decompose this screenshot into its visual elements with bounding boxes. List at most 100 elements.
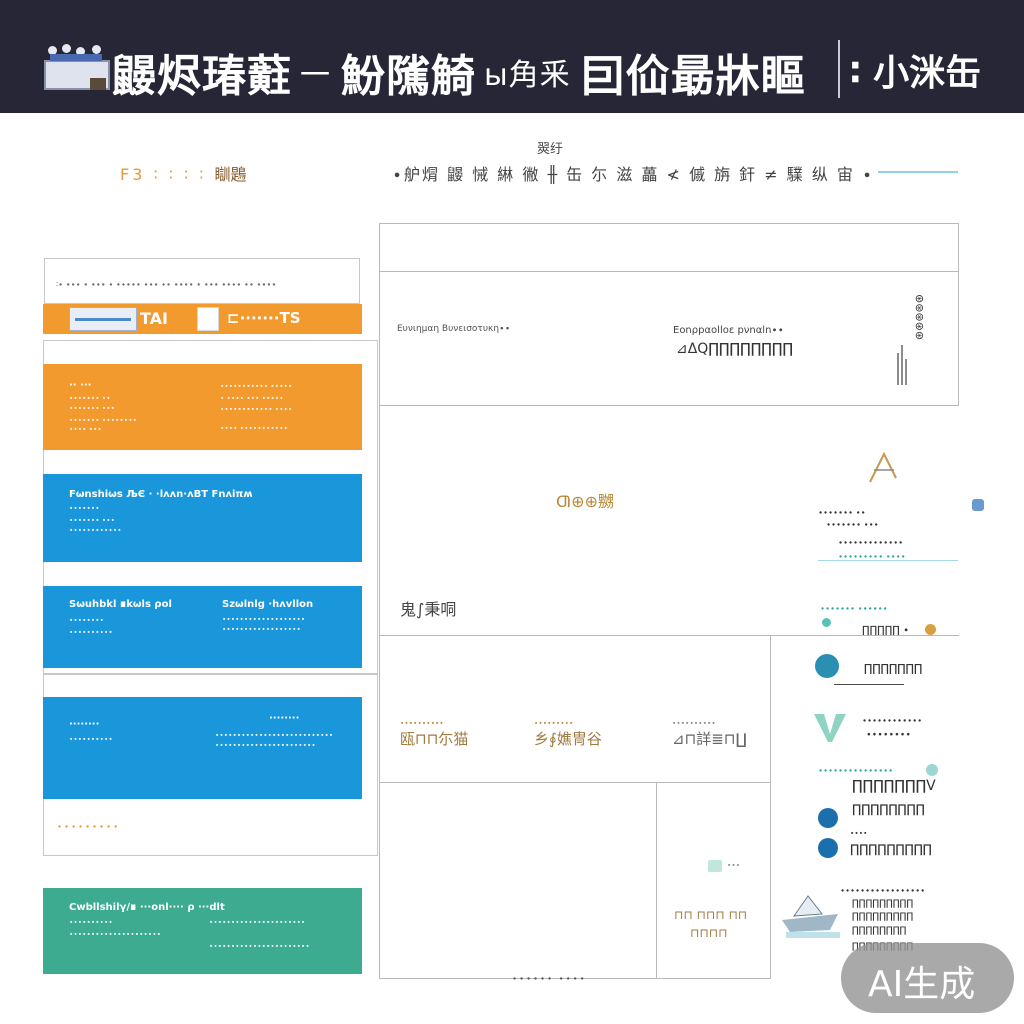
row2-right-vertical: ⊛⊛⊛⊛⊛ xyxy=(913,294,926,341)
subheader-left: F3 ∶ ∶ ∶ ∶ 瞓鶗 xyxy=(120,161,247,185)
card-line: ∙∙∙∙∙∙∙∙∙∙∙∙ xyxy=(69,526,122,534)
row4-c-caption: ∙∙∙∙∙∙∙∙∙∙ xyxy=(672,719,716,727)
row5-text-2: ⊓⊓⊓⊓ xyxy=(690,926,728,940)
right-sec2-line1: ∙∙∙∙∙∙∙∙∙∙∙∙ xyxy=(862,716,923,725)
teal-dot-icon xyxy=(822,618,831,627)
header-right-label[interactable]: ∶ 小洣缶 xyxy=(850,53,982,94)
grid-row-1[interactable] xyxy=(379,223,959,272)
grid-row-5-left[interactable] xyxy=(379,782,657,979)
card-title: Fωnshiωs ЉЄ ∙ ∙lʌʌn∙ʌBT Fnʌiπʍ xyxy=(69,489,253,500)
right-sec3-sub: ∏∏∏∏∏∏∏∏ xyxy=(852,802,925,816)
row2-mini-bars xyxy=(897,345,911,385)
card-line: ∙∙∙∙∙∙∙∙∙∙∙∙ ∙∙∙∙ xyxy=(220,405,293,413)
grid-row-4[interactable] xyxy=(379,635,771,783)
strip-label-2: ⊏∙∙∙∙∙∙∙TS xyxy=(227,309,301,327)
card-title: Sωuhbkl ∎kωls ρol xyxy=(69,599,172,610)
compass-icon xyxy=(869,451,897,483)
right-sec4-line: ∏∏∏∏∏∏∏∏∏ xyxy=(852,912,914,922)
right-sec1-line1: ∏∏∏∏∏ ∙ xyxy=(862,625,910,636)
ai-badge-label: AI生成 xyxy=(868,964,976,1005)
card-line: ∙ ∙∙∙∙ ∙∙∙ ∙∙∙∙∙ xyxy=(220,394,284,402)
card-teal[interactable]: Cwbllshilγ∕∎ ∙∙∙onl∙∙∙∙ ρ ∙∙∙dlt ∙∙∙∙∙∙∙… xyxy=(43,888,362,974)
row5-small-icon xyxy=(708,860,722,872)
right-sec1-title: ∙∙∙∙∙∙∙ ∙∙∙∙∙∙ xyxy=(820,604,888,613)
teal-circle-icon xyxy=(815,654,839,678)
title-dash: 一 xyxy=(300,58,331,93)
row2-center-value: ⊿ΔQ∏∏∏∏∏∏∏∏ xyxy=(676,341,794,357)
card-line: ∙∙∙∙ ∙∙∙ xyxy=(69,425,102,433)
row4-a-caption: ∙∙∙∙∙∙∙∙∙∙ xyxy=(400,719,444,727)
row5-text-1: ⊓⊓ ⊓⊓⊓ ⊓⊓ xyxy=(674,908,748,922)
title-main: 鼹烬瑃蘣 xyxy=(112,51,292,102)
subheader-accent-line xyxy=(878,171,958,173)
card-title: ∙∙ ∙∙∙ xyxy=(69,380,92,391)
subheader-left-tag: 瞓鶗 xyxy=(214,165,247,184)
bottom-caption: ∙∙∙∙∙∙ ∙∙∙∙ xyxy=(512,974,587,983)
card-blue-2[interactable]: Sωuhbkl ∎kωls ρol Szωlnlg ∙hʌvllon ∙∙∙∙∙… xyxy=(43,586,362,668)
blue-circle-icon xyxy=(818,808,838,828)
card-line: ∙∙∙∙∙∙∙∙∙∙ xyxy=(69,918,113,926)
subheader-left-label: F3 ∶ ∶ ∶ ∶ xyxy=(120,165,207,184)
leaf-icon xyxy=(926,764,938,776)
right-sec4-line: ∏∏∏∏∏∏∏∏∏ xyxy=(852,899,914,909)
card-line: ∙∙∙∙∙∙∙ ∙∙∙ xyxy=(69,404,116,412)
left-meta-panel xyxy=(44,258,360,304)
blue-circle-icon xyxy=(818,838,838,858)
card-line: ∙∙∙∙∙∙∙∙∙∙∙∙∙∙∙∙∙∙ xyxy=(222,625,301,633)
row4-b-value: 乡∮嫶冑⾕ xyxy=(534,730,602,748)
grid-row-3[interactable] xyxy=(379,405,959,636)
boat-illustration-icon xyxy=(782,895,840,938)
row5-small-text: ∙∙∙ xyxy=(727,861,741,869)
right-sec4-title: ∙∙∙∙∙∙∙∙∙∙∙∙∙∙∙∙∙ xyxy=(840,886,926,895)
right-caption: ∙∙∙∙∙∙∙ ∙∙ xyxy=(818,508,866,517)
card-line: ∙∙∙∙∙∙∙∙∙∙∙∙∙∙∙∙∙∙∙∙∙∙∙ xyxy=(215,741,316,749)
ai-generated-badge: AI生成 xyxy=(841,943,1014,1013)
header-divider xyxy=(838,40,840,98)
title-part-3: 囙佡朂牀瞘 xyxy=(580,51,806,102)
right-sec2-line2: ∙∙∙∙∙∙∙∙ xyxy=(866,730,912,740)
strip-thumbnail-bar xyxy=(75,318,131,321)
card-line: ∙∙∙∙∙∙∙ ∙∙∙∙∙∙∙∙ xyxy=(69,416,137,424)
right-caption: ∙∙∙∙∙∙∙∙∙ ∙∙∙∙ xyxy=(838,552,906,561)
row4-c-value: ⊿⊓詳≣⊓∐ xyxy=(672,730,747,748)
app-logo-icon xyxy=(44,44,110,94)
subheader-center: ∙舮焨 鼹 悈 綝 徶 ╫ 缶 尓 滋 藟 ≮ 傶 旃 釬 ≠ 驜 纵 宙 ∙ xyxy=(392,165,875,184)
card-line: ∙∙∙∙ ∙∙∙∙∙∙∙∙∙∙∙ xyxy=(220,424,288,432)
pin-icon[interactable] xyxy=(972,499,984,511)
card-title-right: Szωlnlg ∙hʌvllon xyxy=(222,599,314,610)
card-line: ∙∙∙∙∙∙∙ xyxy=(69,504,100,512)
card-orange[interactable]: ∙∙ ∙∙∙ ∙∙∙∙∙∙∙ ∙∙ ∙∙∙∙∙∙∙ ∙∙∙ ∙∙∙∙∙∙∙ ∙∙… xyxy=(43,364,362,450)
card-line: ∙∙∙∙∙∙∙ ∙∙∙ xyxy=(69,516,116,524)
right-accent-line xyxy=(818,560,958,561)
row4-a-value: 瓯⊓⊓尓猫 xyxy=(400,730,469,748)
strip-label-1: TAI xyxy=(140,309,169,328)
title-part-2: 魵隲觭 xyxy=(341,51,476,102)
left-footer-text: ∙∙∙∙∙∙∙∙∙ xyxy=(57,822,121,831)
right-rule xyxy=(834,684,904,685)
row4-b-caption: ∙∙∙∙∙∙∙∙∙ xyxy=(534,719,574,727)
grid-row-2[interactable] xyxy=(379,271,959,406)
top-caption: 翜纡 xyxy=(537,142,564,157)
right-caption: ∙∙∙∙∙∙∙∙∙∙∙∙∙ xyxy=(838,538,904,547)
card-line: ∙∙∙∙∙∙∙∙∙∙∙∙∙∙∙∙∙∙∙∙∙ xyxy=(69,930,162,938)
card-line: ∙∙∙∙∙∙∙∙∙∙∙∙∙∙∙∙∙∙∙∙∙∙ xyxy=(209,918,306,926)
right-sec1-line2: ∏∏∏∏∏∏∏ xyxy=(864,662,923,675)
card-blue-1[interactable]: Fωnshiωs ЉЄ ∙ ∙lʌʌn∙ʌBT Fnʌiπʍ ∙∙∙∙∙∙∙ ∙… xyxy=(43,474,362,562)
card-title: Cwbllshilγ∕∎ ∙∙∙onl∙∙∙∙ ρ ∙∙∙dlt xyxy=(69,902,225,913)
right-sec3-label: ∙∙∙∙ xyxy=(850,829,868,837)
gold-dot-icon xyxy=(925,624,936,635)
card-line: ∙∙∙∙∙∙∙∙ xyxy=(69,616,105,624)
left-orange-strip[interactable]: TAI ⊏∙∙∙∙∙∙∙TS xyxy=(43,304,362,334)
row3-center-label: Ƣ⊕⊕嬲 xyxy=(556,492,614,511)
card-blue-3[interactable]: ∙∙∙∙∙∙∙∙ ∙∙∙∙∙∙∙∙ ∙∙∙∙∙∙∙∙∙∙ ∙∙∙∙∙∙∙∙∙∙∙… xyxy=(43,697,362,799)
card-line: ∙∙∙∙∙∙∙ ∙∙ xyxy=(69,394,111,402)
card-line: ∙∙∙∙∙∙∙∙∙∙ xyxy=(69,735,113,743)
strip-chip xyxy=(197,307,219,331)
chart-v-icon xyxy=(814,714,846,742)
card-line: ∙∙∙∙∙∙∙∙∙∙∙∙∙∙∙∙∙∙∙∙∙∙∙∙∙∙∙ xyxy=(215,731,334,739)
grid-row-5-right[interactable] xyxy=(656,782,771,979)
right-sec3-line: ∏∏∏∏∏∏∏∏∏ xyxy=(850,842,932,856)
card-line: ∙∙∙∙∙∙∙∙∙∙∙∙∙∙∙∙∙∙∙∙∙∙∙ xyxy=(209,942,310,950)
